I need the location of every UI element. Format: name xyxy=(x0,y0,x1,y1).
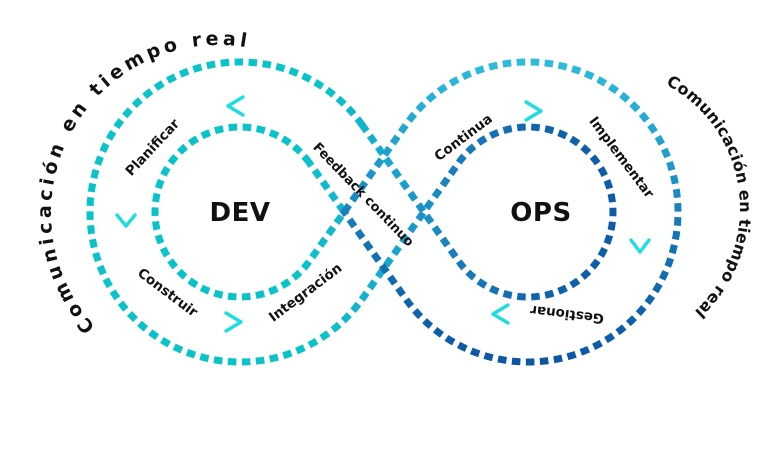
chevron-right-icon xyxy=(224,311,243,333)
chevron-right-icon xyxy=(524,100,543,122)
stage-label-gestionar: Gestionar xyxy=(529,302,605,327)
ops-title: OPS xyxy=(510,198,571,228)
chevron-left-icon xyxy=(226,95,245,117)
ribbon-left-outer-right-inner-path xyxy=(86,58,617,366)
stage-label-integracion: Integración xyxy=(266,260,345,325)
chevron-left-icon xyxy=(491,303,510,325)
dev-title: DEV xyxy=(210,198,271,228)
chevron-down-icon xyxy=(115,213,137,228)
chevron-down-icon xyxy=(629,238,651,254)
stage-label-construir: Construir xyxy=(134,265,200,321)
stage-label-planificar: Planificar xyxy=(122,116,183,180)
